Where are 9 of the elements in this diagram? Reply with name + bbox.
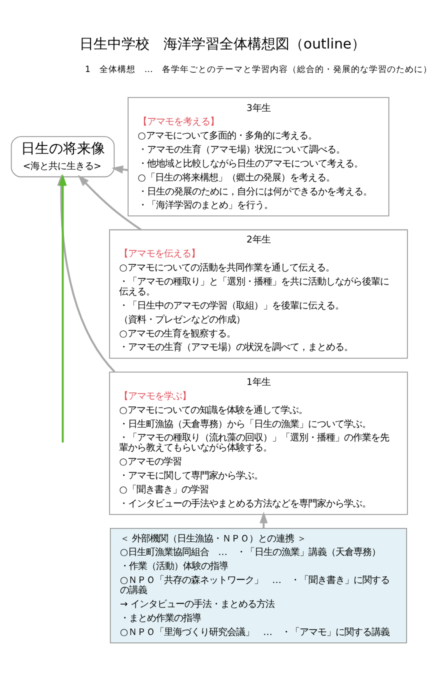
arrow: [78, 174, 142, 230]
diagram-title: 日生中学校 海洋学習全体構想図（outline）: [80, 36, 366, 52]
node-box: 3年生 【アマモを考える】 ○アマモについて多面的・多角的に考える。 ・アマモの生育（アマモ場）状況について調べる。 ・他地域と比較しながら日生のアマモについて考える。 ○「日生の将来構想」（郷土の発展）を考える。 ・日生の発展のために，自分には何ができるかを考える。 ・「海洋学習のまとめ」を行う。: [128, 97, 390, 216]
node-box: ＜ 外部機関（日生漁協・ＮＰＯ）との連携 ＞ ○日生町漁業協同組合 … ・「日生の漁業」講義（天倉専務） ・作業（活動）体験の指導 ○ＮＰＯ「共存の森ネットワーク」 … ・「聞き書き」に関するの講義 → インタビューの手法・まとめる方法 ・まとめ作業の指導 ○ＮＰＯ「里海づくり研究会議」 … ・「アマモ」に関する講義: [110, 528, 407, 644]
node-box: 1年生 【アマモを学ぶ】 ○アマモについての知識を体験を通して学ぶ。 ・日生町漁協（天倉専務）から「日生の漁業」について学ぶ。 ・「アマモの種取り（流れ藻の回収）」「選別・播種」の作業を先輩から教えてもらいながら体験する。 ○アマモの学習 ・アマモに関して専門家から学ぶ。 ○「聞き書き」の学習 ・インタビューの手法やまとめる方法などを専門家から学ぶ。: [109, 372, 408, 515]
arrow: [260, 512, 268, 528]
label: 1 全体構想 … 各学年ごとのテーマと学習内容（総合的・発展的な学習のために）: [85, 64, 432, 75]
node-box: 日生の将来像 <海と共に生きる>: [10, 136, 115, 178]
node-box: 2年生 【アマモを伝える】 ○アマモについての活動を共同作業を通して伝える。 ・「アマモの種取り」と「選別・播種」を共に活動しながら後輩に伝える。 ・「日生中のアマモの学習（取組）」を後輩に伝える。 （資料・プレゼンなどの作成） ○アマモの生育を観察する。 ・アマモの生育（アマモ場）の状況を調べて，まとめる。: [109, 229, 408, 359]
